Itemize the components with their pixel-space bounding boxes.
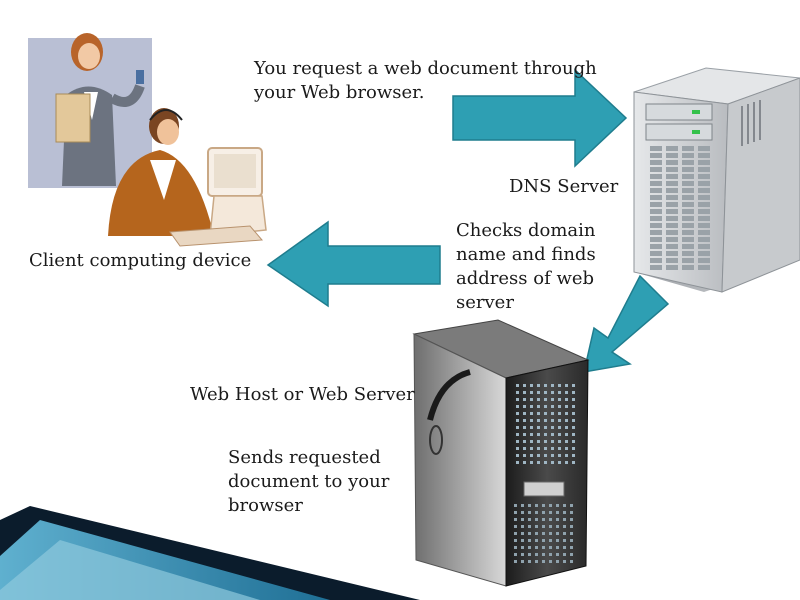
arrow-dns-to-client bbox=[266, 220, 441, 308]
arrow-dns-to-webserver bbox=[583, 274, 670, 373]
web-server-icon bbox=[412, 319, 590, 587]
dns-server-label: DNS Server bbox=[509, 176, 619, 197]
client-people-icon bbox=[28, 33, 267, 247]
web-action-label: Sends requested document to your browser bbox=[228, 447, 390, 516]
arrow-request-to-dns bbox=[452, 68, 628, 168]
decorative-stripes bbox=[0, 506, 420, 600]
web-server-label: Web Host or Web Server bbox=[190, 384, 415, 405]
request-label: You request a web document through your … bbox=[254, 58, 597, 103]
dns-action-label: Checks domain name and finds address of … bbox=[456, 220, 596, 313]
client-device-label: Client computing device bbox=[29, 250, 252, 271]
dns-server-icon bbox=[633, 67, 800, 293]
